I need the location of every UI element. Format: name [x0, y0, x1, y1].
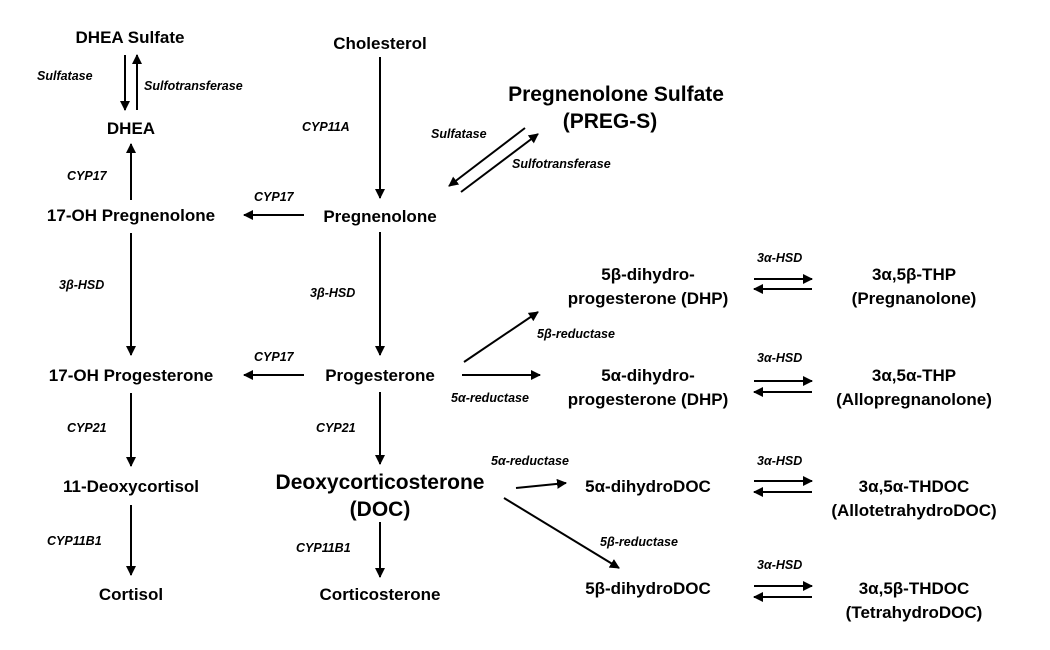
node-preg-s-line1: Pregnenolone Sulfate: [508, 83, 724, 106]
enzyme-cyp11a: CYP11A: [302, 120, 350, 134]
node-11-deoxycortisol: 11-Deoxycortisol: [63, 477, 199, 496]
arrow-pregnenolone-to-pregs: [460, 133, 539, 193]
node-17oh-progesterone: 17-OH Progesterone: [49, 366, 213, 385]
node-dhea: DHEA: [107, 119, 155, 138]
enzyme-3b-hsd-left: 3β-HSD: [59, 278, 104, 292]
node-pregnanolone-line1: 3α,5β-THP: [872, 265, 956, 284]
enzyme-cyp17-prog: CYP17: [254, 350, 295, 364]
node-pregnenolone: Pregnenolone: [323, 207, 436, 226]
enzyme-3a-hsd-3: 3α-HSD: [757, 454, 802, 468]
enzyme-cyp11b1-mid: CYP11B1: [296, 541, 351, 555]
node-allopregnanolone-line1: 3α,5α-THP: [872, 366, 956, 385]
enzyme-3a-hsd-2: 3α-HSD: [757, 351, 802, 365]
node-corticosterone: Corticosterone: [320, 585, 441, 604]
enzyme-cyp21-left: CYP21: [67, 421, 107, 435]
enzyme-sulfotransferase-dhea: Sulfotransferase: [144, 79, 243, 93]
node-5b-dhp-line2: progesterone (DHP): [568, 289, 729, 308]
enzyme-cyp11b1-left: CYP11B1: [47, 534, 102, 548]
arrow-progesterone-to-5bdhp: [463, 311, 539, 363]
enzyme-5b-reductase-prog: 5β-reductase: [537, 327, 615, 341]
enzyme-3b-hsd-mid: 3β-HSD: [310, 286, 355, 300]
node-cholesterol: Cholesterol: [333, 34, 427, 53]
arrow-pregs-to-pregnenolone: [448, 127, 526, 187]
node-preg-s-line2: (PREG-S): [563, 110, 658, 133]
node-athdoc-line1: 3α,5α-THDOC: [859, 477, 970, 496]
enzyme-sulfatase-preg: Sulfatase: [431, 127, 487, 141]
enzyme-cyp17-preg: CYP17: [254, 190, 295, 204]
node-5b-dhp-line1: 5β-dihydro-: [601, 265, 694, 284]
node-pregnanolone-line2: (Pregnanolone): [852, 289, 977, 308]
enzyme-5a-reductase-prog: 5α-reductase: [451, 391, 529, 405]
enzyme-cyp21-mid: CYP21: [316, 421, 356, 435]
node-5a-dihydrodoc: 5α-dihydroDOC: [585, 477, 711, 496]
node-5b-dihydrodoc: 5β-dihydroDOC: [585, 579, 711, 598]
enzyme-3a-hsd-4: 3α-HSD: [757, 558, 802, 572]
arrow-doc-to-5adihydrodoc: [515, 478, 567, 489]
node-5a-dhp-line2: progesterone (DHP): [568, 390, 729, 409]
node-doc-line2: (DOC): [350, 498, 411, 521]
enzyme-sulfatase-dhea: Sulfatase: [37, 69, 93, 83]
node-bthdoc-line1: 3α,5β-THDOC: [859, 579, 970, 598]
enzyme-5a-reductase-doc: 5α-reductase: [491, 454, 569, 468]
node-5a-dhp-line1: 5α-dihydro-: [601, 366, 695, 385]
arrow-doc-to-5bdihydrodoc: [503, 497, 620, 569]
node-progesterone: Progesterone: [325, 366, 435, 385]
node-17oh-pregnenolone: 17-OH Pregnenolone: [47, 206, 215, 225]
node-dhea-sulfate: DHEA Sulfate: [76, 28, 185, 47]
node-bthdoc-line2: (TetrahydroDOC): [846, 603, 983, 622]
enzyme-5b-reductase-doc: 5β-reductase: [600, 535, 678, 549]
node-allopregnanolone-line2: (Allopregnanolone): [836, 390, 992, 409]
node-cortisol: Cortisol: [99, 585, 163, 604]
enzyme-cyp17-dhea: CYP17: [67, 169, 108, 183]
node-athdoc-line2: (AllotetrahydroDOC): [831, 501, 996, 520]
enzyme-3a-hsd-1: 3α-HSD: [757, 251, 802, 265]
node-doc-line1: Deoxycorticosterone: [276, 471, 485, 494]
enzyme-sulfotransferase-preg: Sulfotransferase: [512, 157, 611, 171]
